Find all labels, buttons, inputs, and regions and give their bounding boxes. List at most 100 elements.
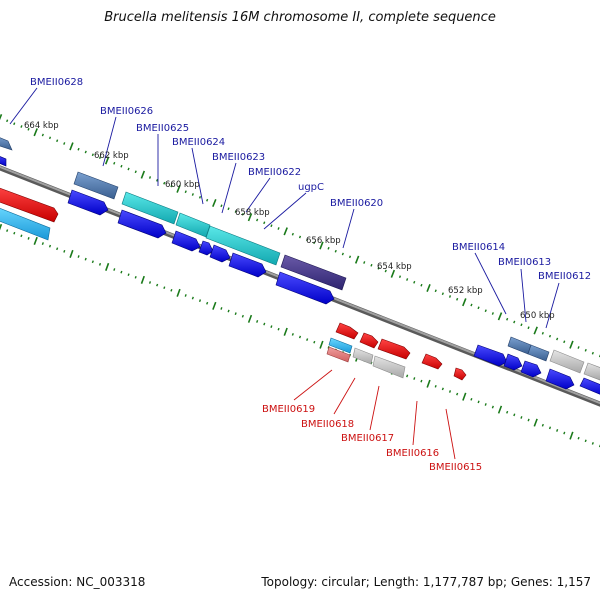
minor-tick <box>156 283 159 287</box>
minor-tick <box>370 263 373 267</box>
minor-tick <box>591 351 594 355</box>
major-tick <box>140 170 146 179</box>
gene-feature <box>372 355 406 379</box>
minor-tick <box>313 340 316 344</box>
minor-tick <box>327 246 330 250</box>
minor-tick <box>270 224 273 228</box>
scale-labels: 664 kbp 662 kbp 660 kbp 658 kbp 656 kbp … <box>24 121 555 321</box>
scale-label: 656 kbp <box>306 236 341 246</box>
minor-tick <box>91 153 94 157</box>
gene-label: BMEII0620 <box>330 198 383 209</box>
major-tick <box>212 198 217 208</box>
minor-tick <box>298 335 302 339</box>
major-tick <box>105 262 110 271</box>
gene-feature <box>121 191 179 225</box>
minor-tick <box>406 374 409 378</box>
minor-tick <box>520 323 523 327</box>
minor-tick <box>20 125 23 128</box>
minor-tick <box>527 418 530 422</box>
major-tick <box>497 312 503 321</box>
gene-label: BMEII0618 <box>301 419 354 430</box>
minor-tick <box>206 198 209 202</box>
minor-tick <box>184 190 187 194</box>
minor-tick <box>306 338 309 341</box>
minor-tick <box>577 346 580 349</box>
minor-tick <box>63 142 66 145</box>
gene-feature <box>335 322 359 340</box>
gene-feature <box>328 337 353 354</box>
minor-tick <box>234 312 237 316</box>
major-tick <box>69 249 74 258</box>
minor-tick <box>134 170 137 174</box>
major-tick <box>176 288 181 297</box>
minor-tick <box>348 255 352 259</box>
minor-tick <box>263 322 266 326</box>
minor-tick <box>56 139 59 143</box>
minor-tick <box>241 212 244 216</box>
major-tick <box>319 241 324 250</box>
gene-feature <box>359 332 379 349</box>
minor-tick <box>84 150 87 154</box>
gene-label: BMEII0623 <box>212 152 265 163</box>
major-tick <box>354 255 360 264</box>
major-tick <box>426 284 431 292</box>
major-tick <box>0 223 3 231</box>
minor-tick <box>234 210 237 213</box>
gene-label: BMEII0612 <box>538 271 591 282</box>
gene-feature <box>520 360 542 378</box>
minor-tick <box>270 325 273 328</box>
minor-tick <box>198 195 202 199</box>
accession-text: Accession: NC_003318 <box>9 575 146 589</box>
minor-tick <box>113 268 116 271</box>
major-tick <box>283 227 288 236</box>
minor-tick <box>241 314 244 318</box>
minor-tick <box>513 413 516 417</box>
gene-label: BMEII0622 <box>248 167 301 178</box>
major-tick <box>176 184 181 193</box>
gene-feature <box>175 212 211 238</box>
minor-tick <box>491 312 494 315</box>
gene-label: BMEII0628 <box>30 77 83 88</box>
minor-tick <box>170 184 173 188</box>
major-tick <box>247 213 253 222</box>
minor-tick <box>6 119 9 123</box>
minor-tick <box>506 317 509 321</box>
minor-tick <box>263 221 266 225</box>
gene-label: BMEII0617 <box>341 433 394 444</box>
minor-tick <box>334 249 337 253</box>
minor-tick <box>456 392 459 396</box>
minor-tick <box>20 234 23 238</box>
gene-label: BMEII0624 <box>172 137 225 148</box>
gene-feature <box>67 189 109 216</box>
minor-tick <box>170 288 173 292</box>
minor-tick <box>577 436 580 440</box>
minor-tick <box>406 278 409 281</box>
minor-tick <box>163 286 166 290</box>
minor-tick <box>98 262 102 266</box>
gene-feature <box>205 225 281 266</box>
minor-tick <box>556 337 559 341</box>
gene-feature <box>453 367 467 381</box>
minor-tick <box>456 297 459 301</box>
major-tick <box>212 301 217 310</box>
minor-tick <box>563 340 566 344</box>
minor-tick <box>398 275 402 279</box>
minor-tick <box>448 295 452 298</box>
minor-tick <box>77 255 80 258</box>
minor-tick <box>448 390 452 393</box>
major-tick <box>390 269 396 278</box>
scale-label: 652 kbp <box>448 286 483 296</box>
minor-tick <box>470 397 473 401</box>
gene-feature <box>275 271 335 305</box>
gene-feature <box>117 209 167 239</box>
minor-tick <box>563 431 566 435</box>
minor-tick <box>520 416 523 419</box>
major-tick <box>33 128 38 137</box>
minor-tick <box>413 377 416 380</box>
gene-labels-top: BMEII0628 BMEII0626 BMEII0625 BMEII0624 … <box>30 77 591 282</box>
gene-feature <box>549 349 585 374</box>
scale-ticks-top <box>0 113 600 358</box>
major-tick <box>462 392 467 401</box>
minor-tick <box>548 426 552 430</box>
